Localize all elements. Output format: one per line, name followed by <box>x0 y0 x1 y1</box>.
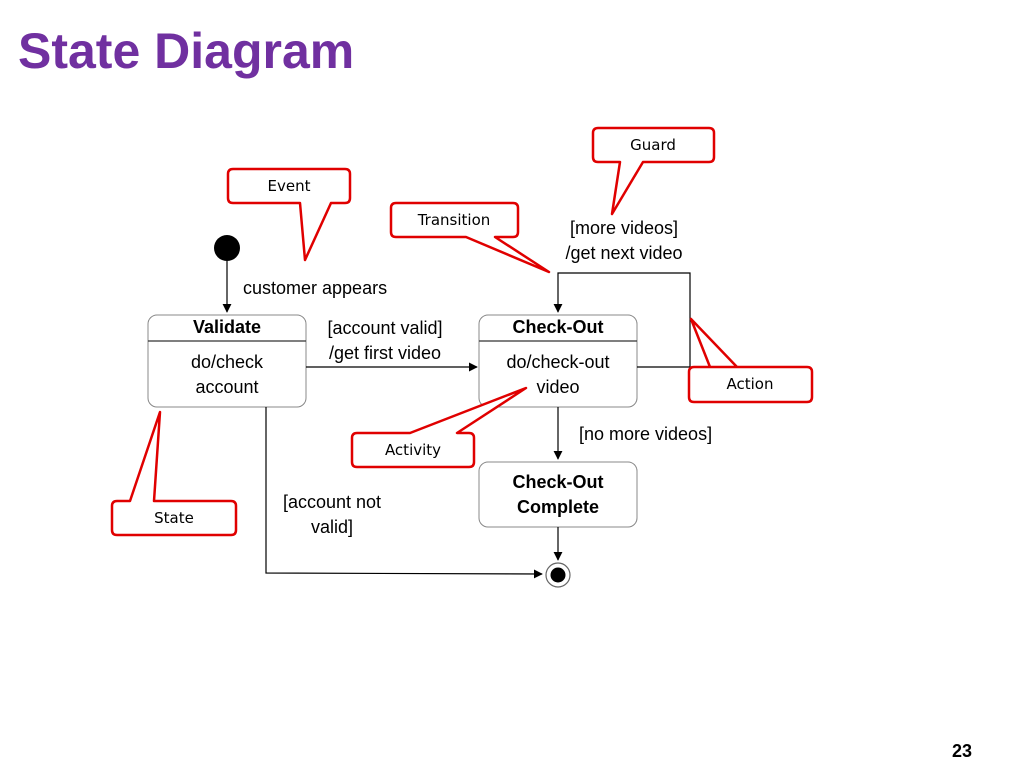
state-complete-name: Check-Out <box>512 472 603 492</box>
callout-action: Action <box>687 317 814 404</box>
guard-account-valid: [account valid] <box>327 318 442 338</box>
state-validate-activity: do/check <box>191 352 264 372</box>
callout-event: Event <box>226 167 352 262</box>
page-number: 23 <box>951 741 972 761</box>
state-complete-name-cont: Complete <box>517 497 599 517</box>
state-checkout-activity: do/check-out <box>506 352 609 372</box>
state-validate-activity-cont: account <box>195 377 258 397</box>
callout-activity: Activity <box>350 386 528 469</box>
transition-more-videos <box>553 272 691 368</box>
callout-action-label: Action <box>727 375 774 393</box>
guard-no-more-videos: [no more videos] <box>579 424 712 444</box>
state-checkout-activity-cont: video <box>536 377 579 397</box>
guard-more-videos: [more videos] <box>570 218 678 238</box>
action-get-next-video: /get next video <box>565 243 682 263</box>
callout-activity-label: Activity <box>385 441 441 459</box>
transition-account-not-valid <box>265 407 543 579</box>
event-label: customer appears <box>243 278 387 298</box>
guard-account-not-valid-cont: valid] <box>311 517 353 537</box>
callout-transition: Transition <box>389 201 551 274</box>
state-checkout-complete: Check-Out Complete <box>478 461 638 528</box>
callout-state: State <box>110 410 238 537</box>
final-state <box>545 562 571 588</box>
guard-account-not-valid: [account not <box>283 492 381 512</box>
action-get-first-video: /get first video <box>329 343 441 363</box>
state-checkout: Check-Out do/check-out video <box>478 314 638 408</box>
state-checkout-name: Check-Out <box>512 317 603 337</box>
callout-event-label: Event <box>268 177 311 195</box>
callout-guard: Guard <box>591 126 716 216</box>
slide-title: State Diagram <box>18 23 355 79</box>
callout-guard-label: Guard <box>630 136 676 154</box>
callout-transition-label: Transition <box>417 211 491 229</box>
state-validate: Validate do/check account <box>147 314 307 408</box>
initial-state <box>214 235 240 261</box>
state-validate-name: Validate <box>193 317 261 337</box>
callout-state-label: State <box>154 509 194 527</box>
